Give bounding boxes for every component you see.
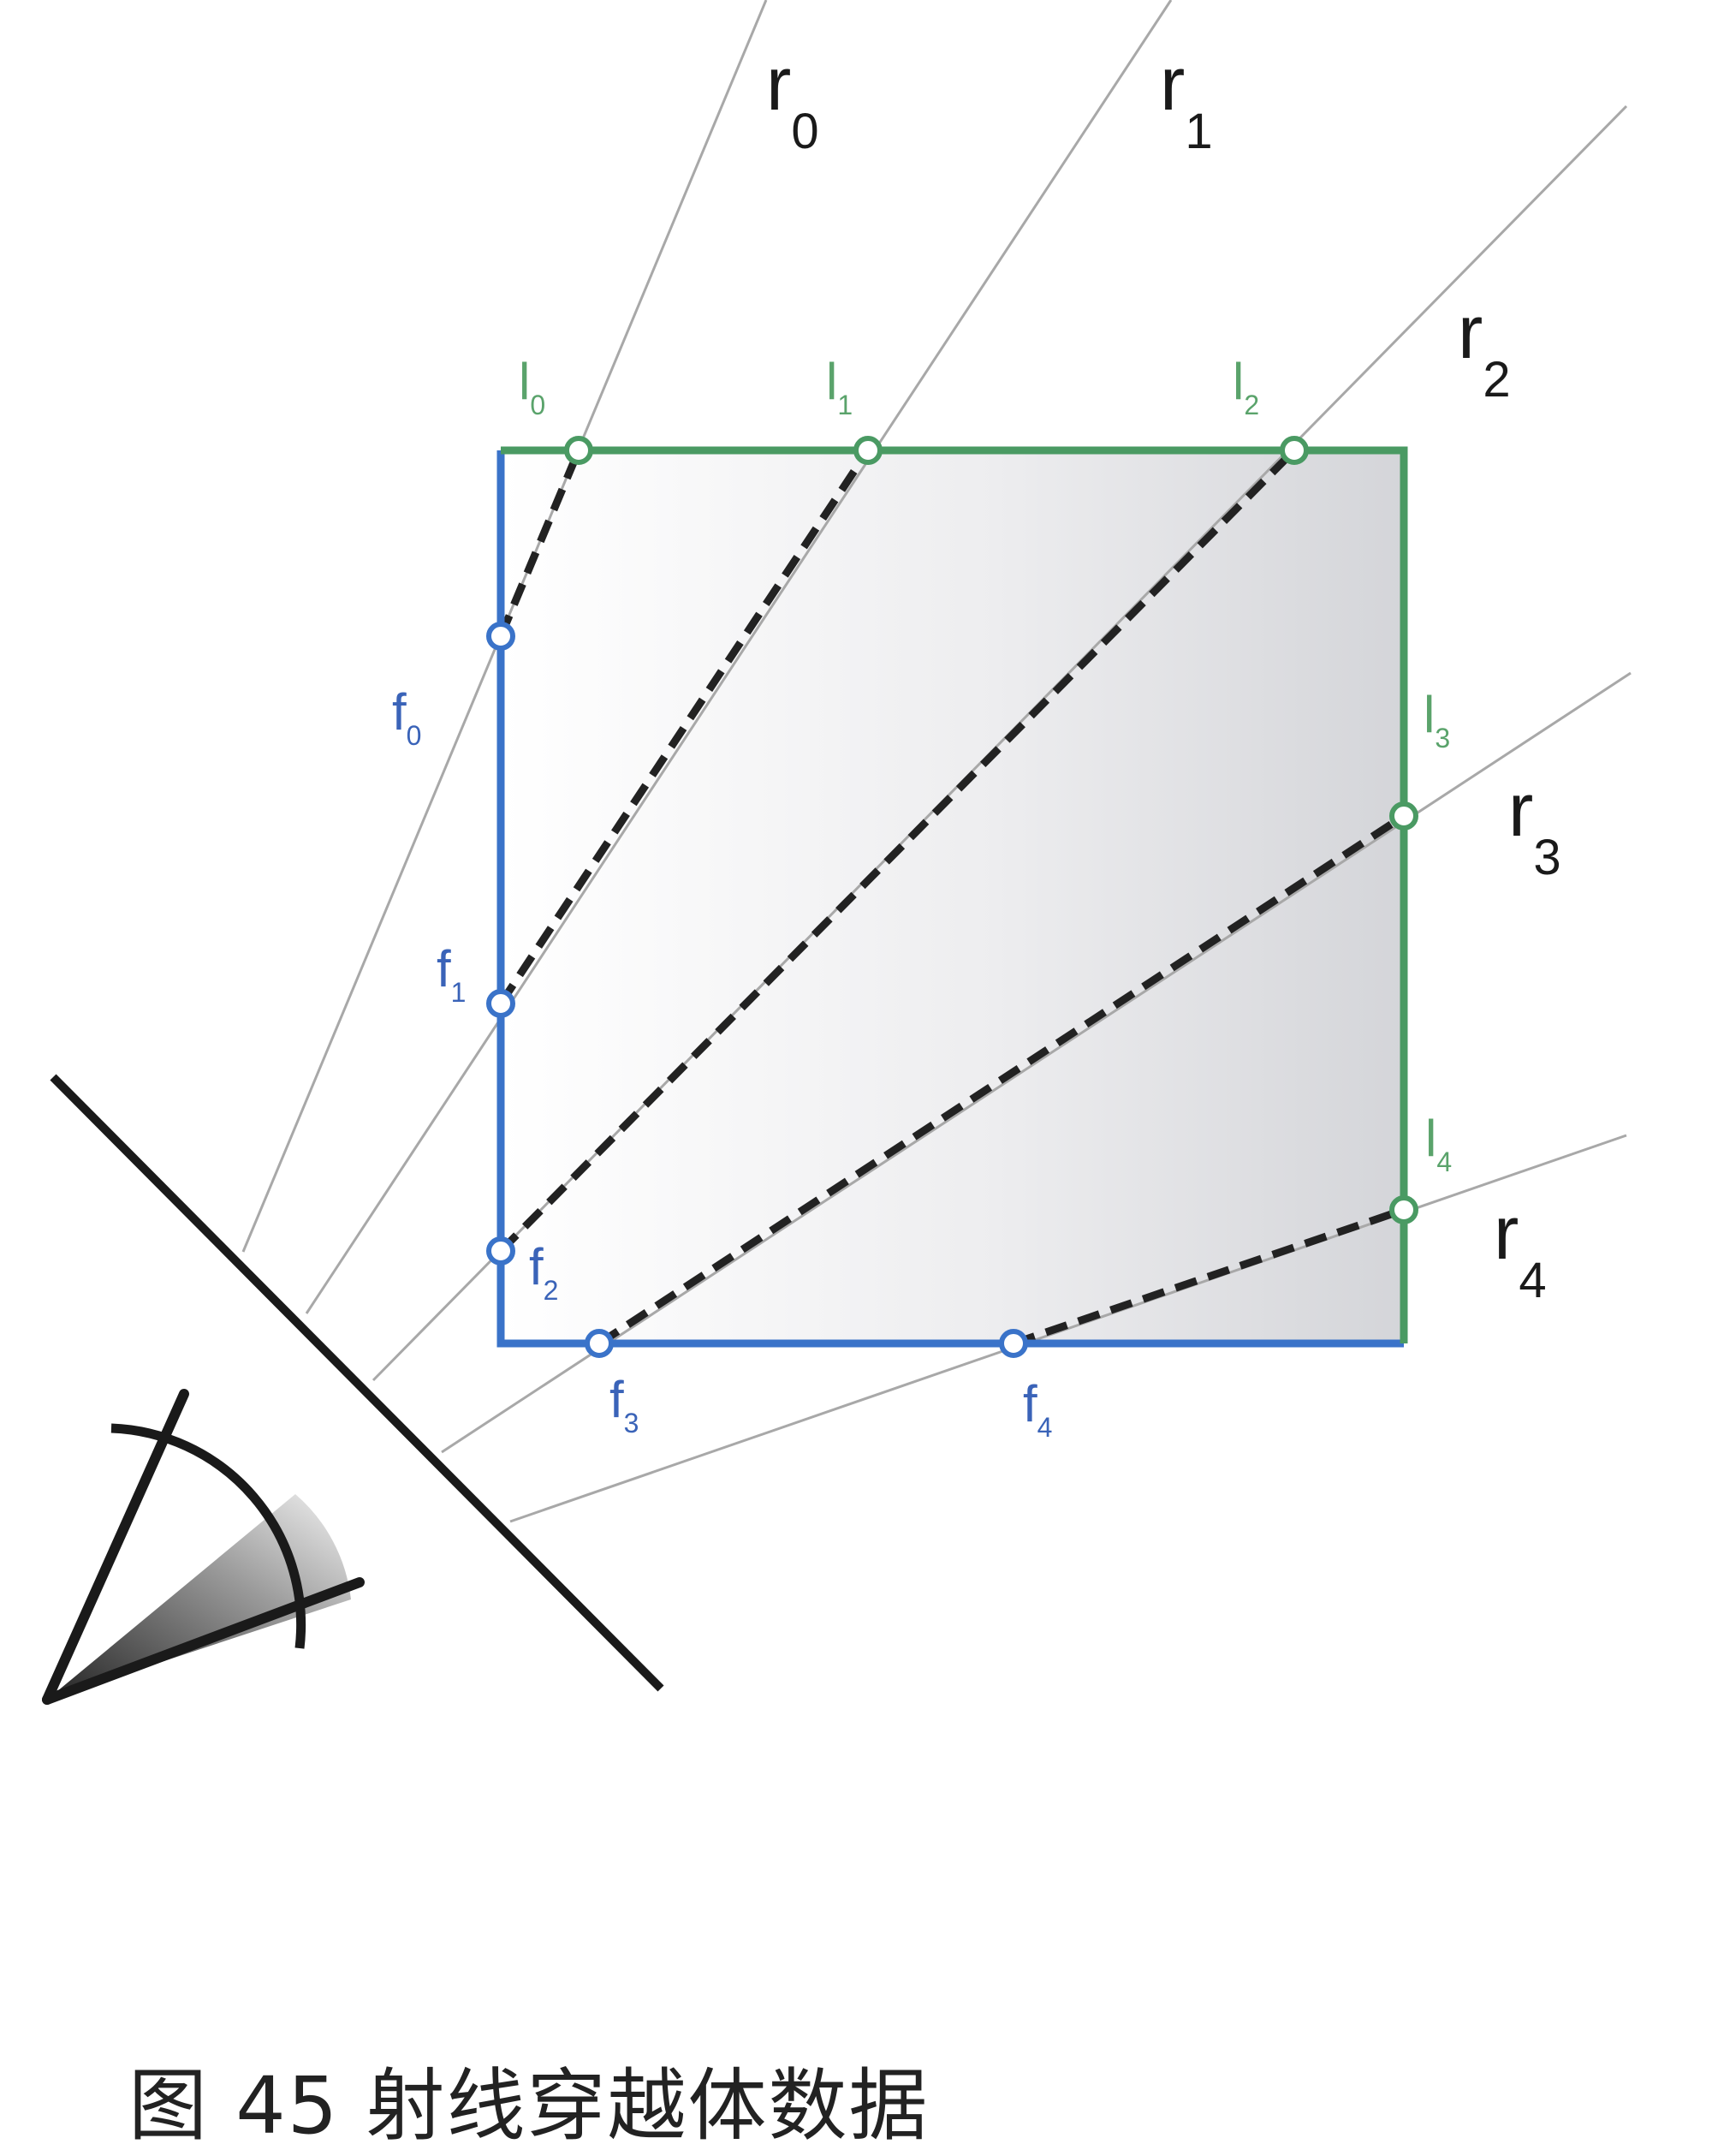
segment-r2 (497, 447, 1298, 1254)
exit-point-label: l1 (826, 353, 853, 420)
view-frustum (47, 1494, 351, 1700)
entry-points (486, 622, 1028, 1358)
segment-r3 (597, 813, 1406, 1347)
back-faces (501, 446, 1408, 1343)
ray-label: r4 (1494, 1190, 1547, 1308)
exit-point-l4 (1389, 1195, 1418, 1224)
entry-point-label: f0 (392, 683, 421, 751)
entry-point-label: f2 (529, 1238, 558, 1306)
exit-point-l3 (1389, 801, 1418, 831)
figure-caption: 图 45 射线穿越体数据 (128, 2060, 930, 2152)
entry-point-labels: f0 f1 f2 f3 f4 (392, 683, 1052, 1443)
entry-point-label: f1 (437, 940, 466, 1008)
exit-point-label: l3 (1424, 686, 1450, 753)
ray-label: r3 (1508, 767, 1561, 885)
exit-point-label: l4 (1425, 1110, 1452, 1177)
exit-point-l0 (564, 436, 593, 465)
volume-box (501, 450, 1404, 1343)
entry-point-f4 (999, 1329, 1028, 1358)
exit-point-label: l2 (1233, 353, 1259, 420)
entry-point-f2 (486, 1236, 515, 1266)
entry-point-f1 (486, 989, 515, 1018)
image-plane (50, 1074, 664, 1692)
ray-labels: r0 r1 r2 r3 r4 (766, 41, 1561, 1308)
ray-r4 (509, 1134, 1627, 1523)
exit-point-l1 (853, 436, 883, 465)
entry-point-f3 (585, 1329, 614, 1358)
entry-point-f0 (486, 622, 515, 651)
ray-label: r0 (766, 41, 819, 159)
ray-segments-inside (496, 447, 1406, 1348)
exit-point-labels: l0 l1 l2 l3 l4 (519, 353, 1452, 1177)
exit-point-l2 (1280, 436, 1309, 465)
entry-point-label: f3 (609, 1371, 639, 1438)
segment-r1 (497, 448, 871, 1006)
ray-label: r2 (1458, 289, 1511, 408)
eye-icon (42, 1389, 365, 1705)
ray-label: r1 (1160, 41, 1213, 159)
front-faces (496, 450, 1404, 1348)
ray-r3 (441, 671, 1632, 1454)
exit-point-label: l0 (519, 353, 545, 420)
ray-r1 (305, 0, 1173, 1314)
entry-point-label: f4 (1023, 1375, 1052, 1443)
segment-r4 (1012, 1206, 1406, 1348)
exit-points (564, 436, 1418, 1224)
